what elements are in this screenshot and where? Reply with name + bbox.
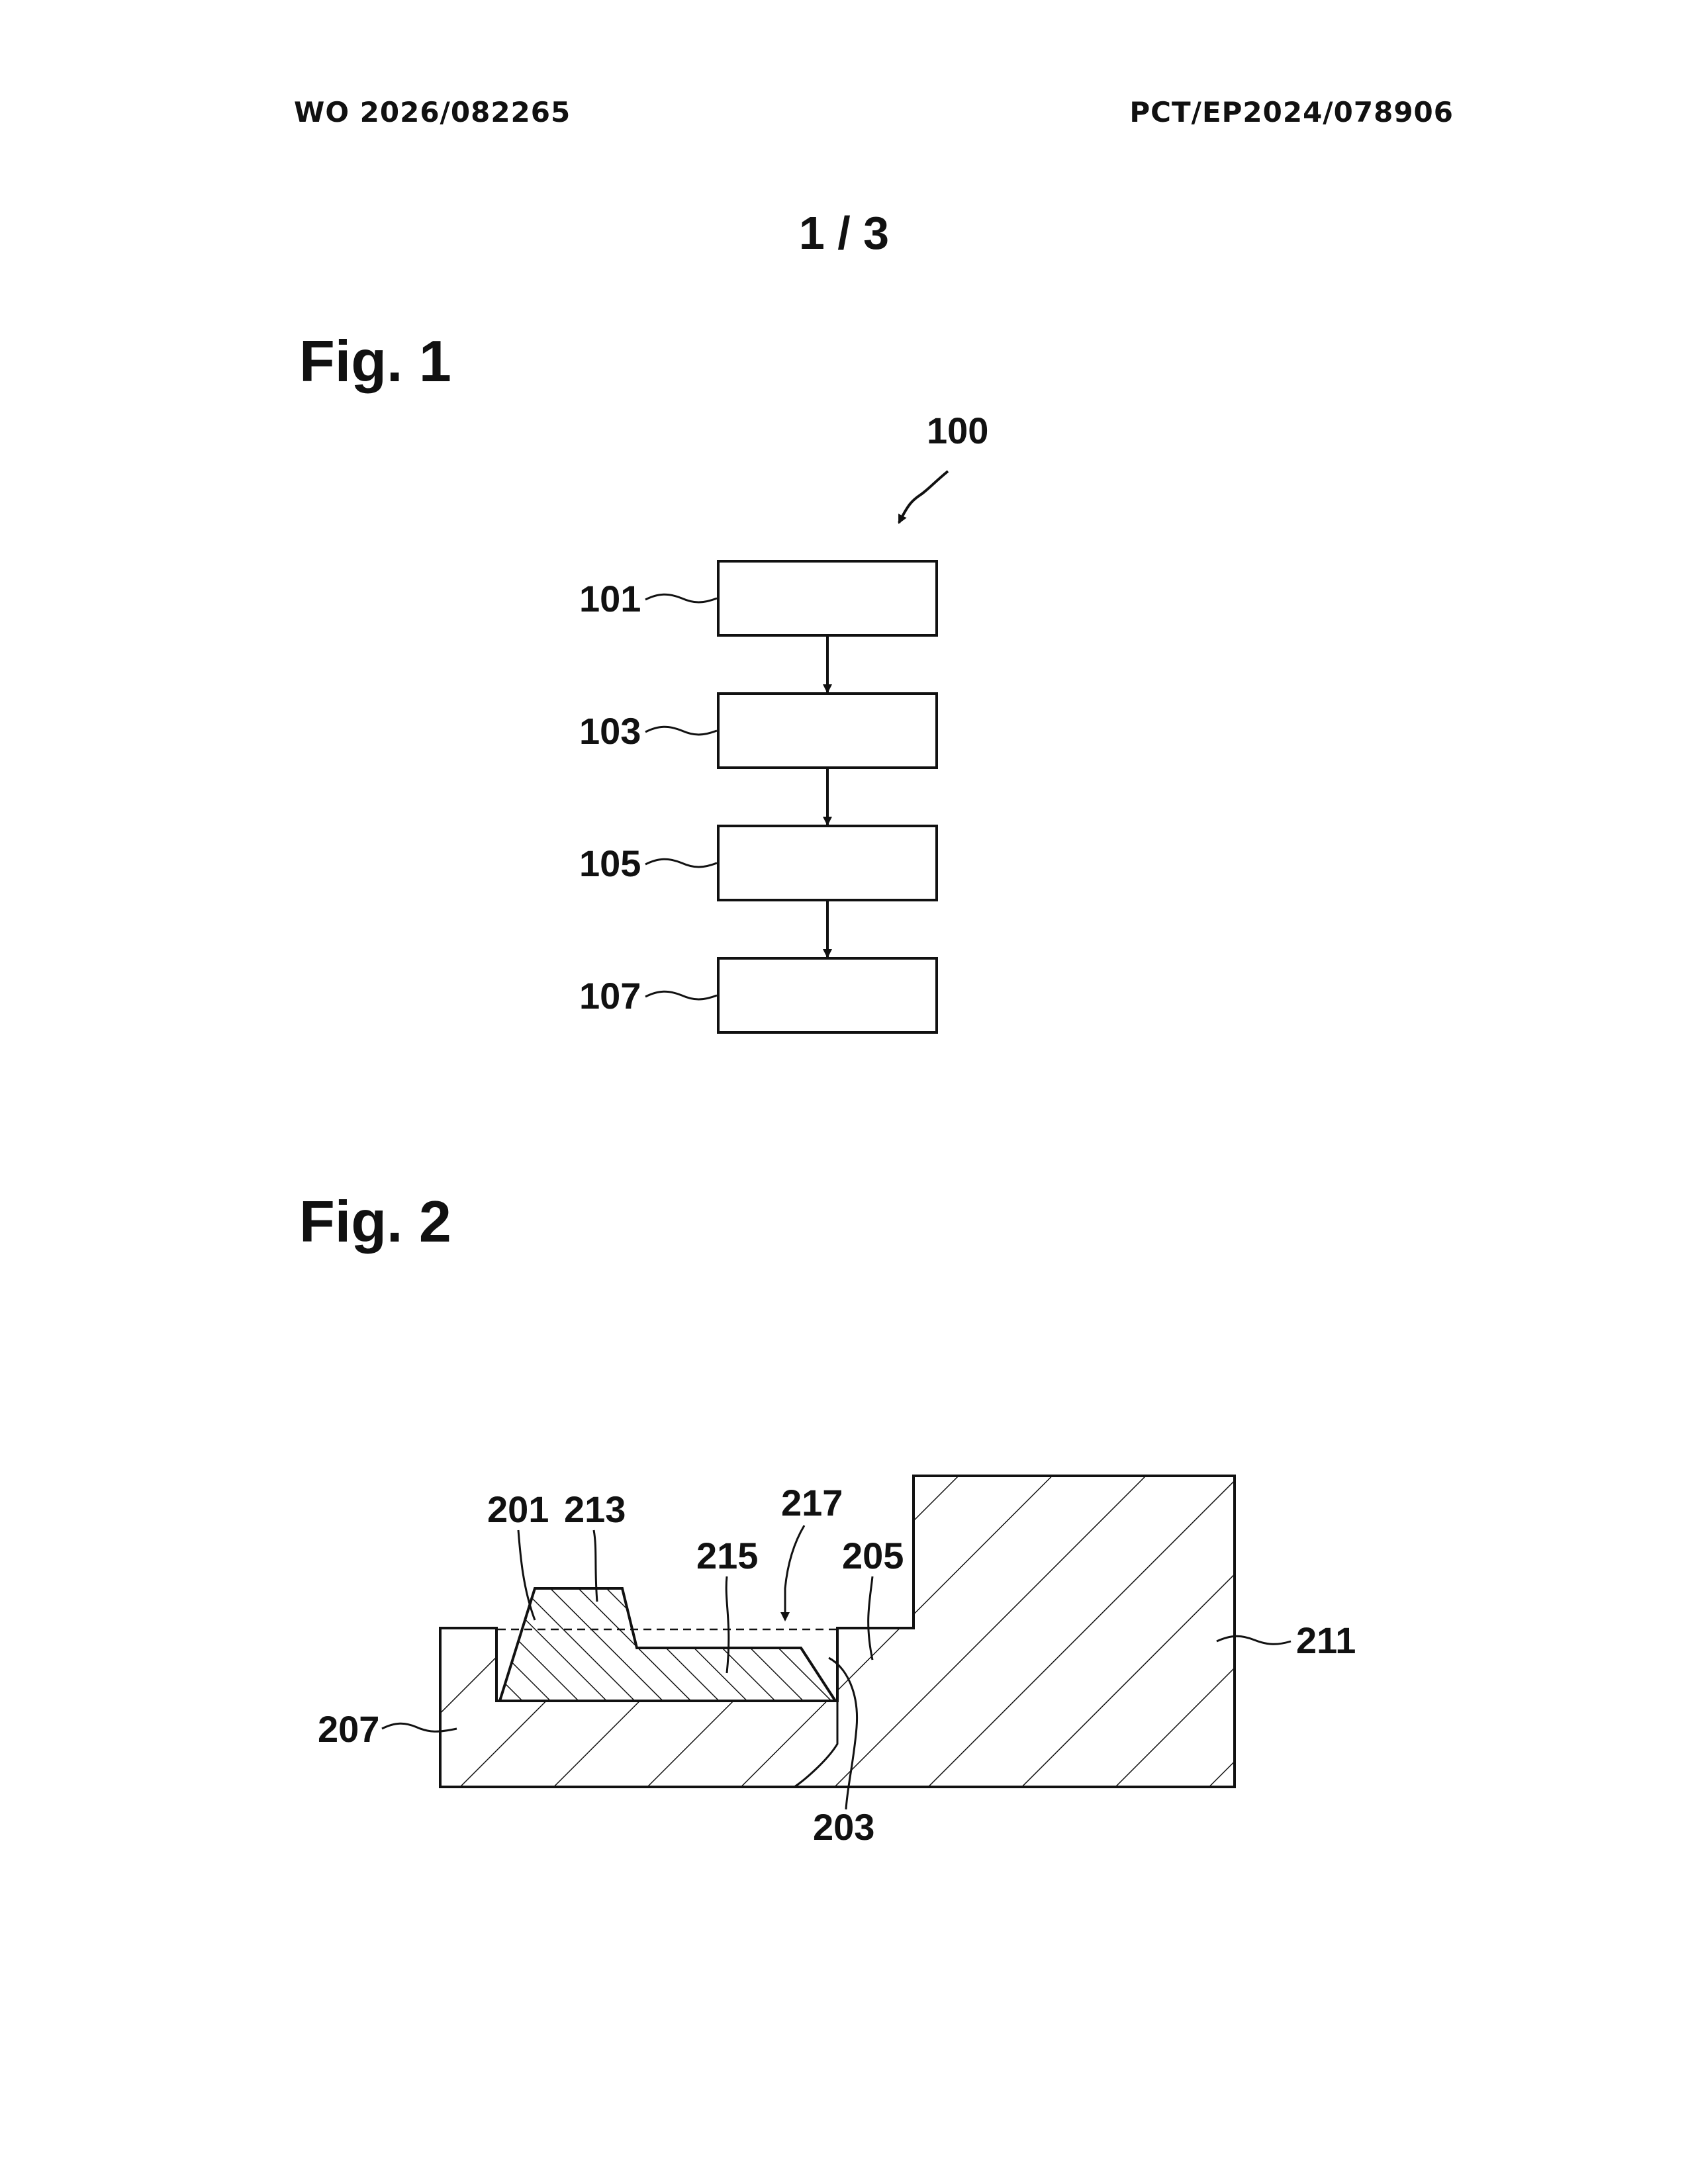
ref-105-leader (645, 859, 717, 867)
ref-103-label: 103 (579, 710, 641, 752)
ref-207-label: 207 (318, 1708, 379, 1750)
ref-107-label: 107 (579, 975, 641, 1017)
ref-107-leader (645, 991, 717, 999)
step-box-105 (718, 826, 937, 900)
ref-100-label: 100 (927, 410, 988, 451)
ref-217-arrow (785, 1525, 804, 1620)
step-box-103 (718, 694, 937, 768)
ref-217-label: 217 (781, 1482, 843, 1524)
ref-215-label: 215 (696, 1535, 758, 1576)
ref-100-arrow (899, 471, 948, 523)
ref-211-label: 211 (1296, 1619, 1356, 1661)
ref-203-label: 203 (813, 1806, 874, 1848)
ref-101-label: 101 (579, 578, 641, 619)
ref-101-leader (645, 594, 717, 602)
step-box-107 (718, 958, 937, 1032)
fig1-flowchart: 100 101 103 105 107 (579, 410, 988, 1032)
step-box-101 (718, 561, 937, 635)
ref-105-label: 105 (579, 842, 641, 884)
ref-201-label: 201 (487, 1488, 549, 1530)
ref-213-label: 213 (564, 1488, 626, 1530)
fig2-cross-section: 201 213 217 215 205 211 207 203 (318, 1469, 1356, 1848)
ref-103-leader (645, 727, 717, 735)
ref-205-label: 205 (842, 1535, 904, 1576)
